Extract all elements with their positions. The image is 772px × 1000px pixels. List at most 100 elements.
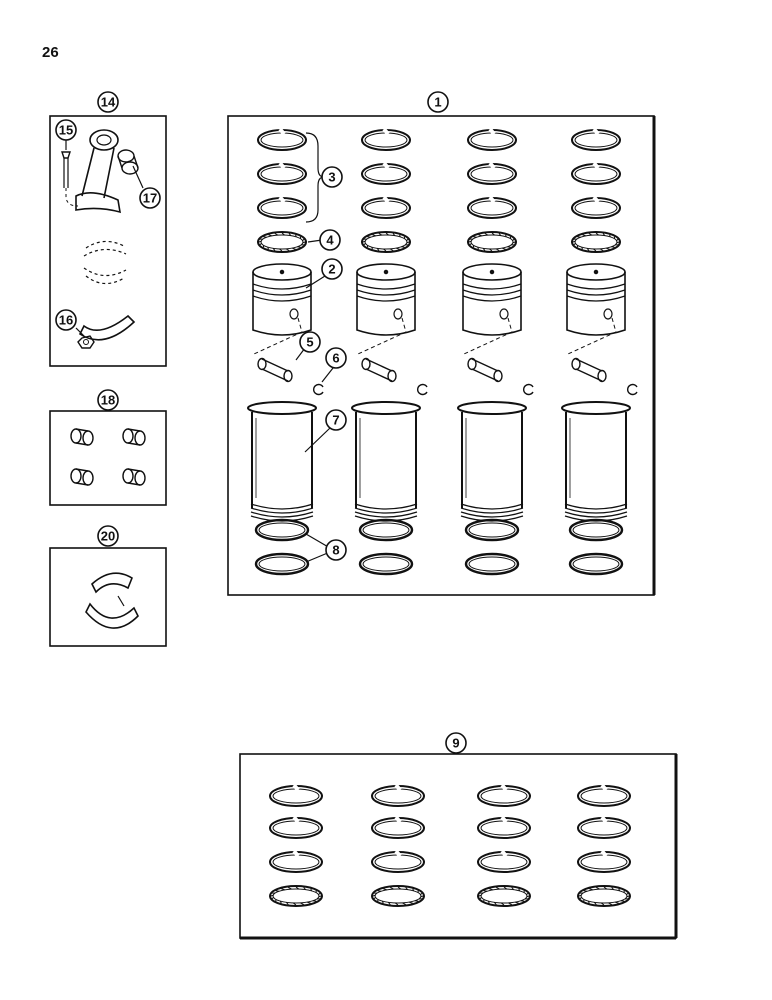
ring-set-third-4 <box>577 849 631 873</box>
callout-16: 16 <box>55 309 77 331</box>
callout-label-6: 6 <box>332 351 339 366</box>
callouts: 1 2 3 4 5 6 7 8 9 14 15 16 17 18 20 <box>55 91 467 754</box>
compression-ring-a-3 <box>467 127 517 151</box>
ring-set-second-4 <box>577 815 631 839</box>
callout-label-14: 14 <box>101 95 116 110</box>
callout-17: 17 <box>139 187 161 209</box>
callout-14: 14 <box>97 91 119 113</box>
panel-9-ring-set <box>239 753 677 939</box>
ring-set-third-3 <box>477 849 531 873</box>
piston-2 <box>356 263 416 355</box>
bushing-3 <box>70 468 94 486</box>
pin-retainer-3 <box>523 383 534 396</box>
compression-ring-c-3 <box>467 195 517 219</box>
compression-ring-a-1 <box>257 127 307 151</box>
callout-label-16: 16 <box>59 313 73 328</box>
leader-lines <box>65 132 334 563</box>
connecting-rod <box>65 129 136 341</box>
ring-set-second-2 <box>371 815 425 839</box>
ring-set-second-1 <box>269 815 323 839</box>
piston-pin-3 <box>467 357 503 383</box>
ring-set-top-2 <box>371 783 425 807</box>
callout-4: 4 <box>319 229 341 251</box>
oil-ring-2 <box>361 231 411 253</box>
callout-3: 3 <box>321 166 343 188</box>
cylinder-sleeve-4 <box>561 401 631 522</box>
panel-14-connecting-rod <box>49 115 167 367</box>
oil-ring-1 <box>257 231 307 253</box>
pin-retainer-1 <box>313 383 324 396</box>
ring-set-third-2 <box>371 849 425 873</box>
callout-label-9: 9 <box>452 736 459 751</box>
piston-pin-2 <box>361 357 397 383</box>
compression-ring-b-3 <box>467 161 517 185</box>
cylinder-sleeve-1 <box>247 401 317 522</box>
oil-ring-3 <box>467 231 517 253</box>
ring-set-top-3 <box>477 783 531 807</box>
compression-ring-b-1 <box>257 161 307 185</box>
sleeve-seal-ring-b-3 <box>464 552 520 576</box>
oil-ring-4 <box>571 231 621 253</box>
piston-4 <box>566 263 626 355</box>
callout-label-3: 3 <box>328 170 335 185</box>
part-drawings <box>61 127 638 907</box>
rod-nut <box>77 335 95 349</box>
ring-set-oil-1 <box>269 885 323 907</box>
callout-label-18: 18 <box>101 393 115 408</box>
rod-bolt <box>61 151 71 188</box>
ring-set-second-3 <box>477 815 531 839</box>
callout-label-4: 4 <box>326 233 334 248</box>
rod-bushing <box>117 149 139 175</box>
callout-18: 18 <box>97 389 119 411</box>
callout-20: 20 <box>97 525 119 547</box>
sleeve-seal-ring-a-3 <box>464 518 520 542</box>
callout-2: 2 <box>321 258 343 280</box>
cylinder-sleeve-3 <box>457 401 527 522</box>
compression-ring-a-2 <box>361 127 411 151</box>
callout-1: 1 <box>427 91 449 113</box>
callout-6: 6 <box>325 347 347 369</box>
compression-ring-c-2 <box>361 195 411 219</box>
cylinder-sleeve-2 <box>351 401 421 522</box>
bushing-4 <box>122 468 146 486</box>
ring-set-oil-4 <box>577 885 631 907</box>
sleeve-seal-ring-b-1 <box>254 552 310 576</box>
callout-8: 8 <box>325 539 347 561</box>
bushing-2 <box>122 428 146 446</box>
sleeve-seal-ring-a-2 <box>358 518 414 542</box>
ring-set-third-1 <box>269 849 323 873</box>
compression-ring-b-2 <box>361 161 411 185</box>
compression-ring-a-4 <box>571 127 621 151</box>
callout-9: 9 <box>445 732 467 754</box>
bushing-1 <box>70 428 94 446</box>
pin-retainer-4 <box>627 383 638 396</box>
compression-ring-b-4 <box>571 161 621 185</box>
page-number: 26 <box>42 44 59 61</box>
ring-set-top-4 <box>577 783 631 807</box>
callout-7: 7 <box>325 409 347 431</box>
bearing-shells <box>85 572 139 629</box>
callout-label-15: 15 <box>59 123 73 138</box>
pin-retainer-2 <box>417 383 428 396</box>
callout-15: 15 <box>55 119 77 141</box>
piston-3 <box>462 263 522 355</box>
callout-label-7: 7 <box>332 413 339 428</box>
sleeve-seal-ring-b-4 <box>568 552 624 576</box>
sleeve-seal-ring-a-4 <box>568 518 624 542</box>
callout-label-1: 1 <box>434 95 441 110</box>
panel-18-bushings <box>49 410 167 506</box>
ring-set-oil-3 <box>477 885 531 907</box>
sleeve-seal-ring-a-1 <box>254 518 310 542</box>
callout-label-2: 2 <box>328 262 335 277</box>
panel-20-bearing <box>49 547 167 647</box>
compression-ring-c-1 <box>257 195 307 219</box>
callout-label-17: 17 <box>143 191 157 206</box>
ring-set-oil-2 <box>371 885 425 907</box>
piston-pin-1 <box>257 357 293 383</box>
piston-pin-4 <box>571 357 607 383</box>
callout-label-20: 20 <box>101 529 115 544</box>
callout-5: 5 <box>299 331 321 353</box>
callout-label-5: 5 <box>306 335 313 350</box>
compression-ring-c-4 <box>571 195 621 219</box>
